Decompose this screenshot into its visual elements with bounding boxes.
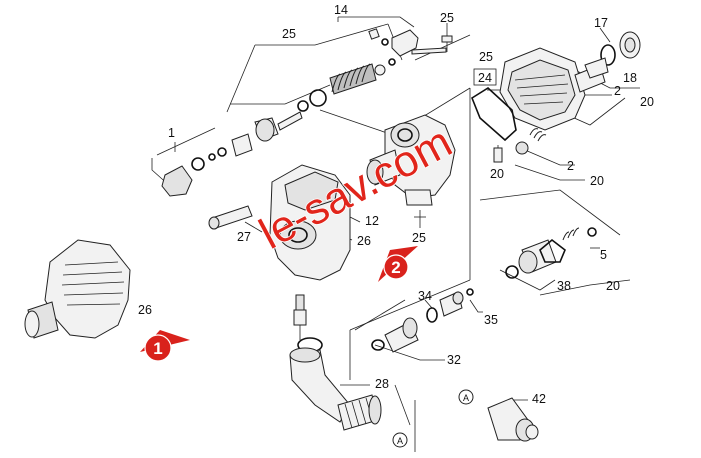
badge-2: 2 xyxy=(378,246,418,282)
label-12: 12 xyxy=(365,214,379,228)
label-34: 34 xyxy=(418,289,432,303)
part-fitting-28-top xyxy=(293,294,323,353)
part-t-block-12 xyxy=(366,114,456,206)
part-housing-26-mid xyxy=(269,164,351,281)
part-cylinder-head xyxy=(499,47,606,131)
label-38: 38 xyxy=(557,279,571,293)
part-end-cap-17 xyxy=(584,31,641,79)
part-valve-1 xyxy=(161,111,303,197)
label-5: 5 xyxy=(600,248,607,262)
label-28: 28 xyxy=(375,377,389,391)
label-20-b: 20 xyxy=(590,174,604,188)
svg-text:A: A xyxy=(463,393,469,403)
part-spring-group xyxy=(297,58,396,112)
part-pin-27 xyxy=(208,205,253,230)
label-25-bottom: 25 xyxy=(412,231,426,245)
label-20-c: 20 xyxy=(606,279,620,293)
label-26-left: 26 xyxy=(138,303,152,317)
label-1: 1 xyxy=(168,126,175,140)
part-screw-25-top xyxy=(411,35,453,55)
connector-a-marker-2: A xyxy=(458,389,474,405)
label-18: 18 xyxy=(623,71,637,85)
label-25-right: 25 xyxy=(479,50,493,64)
part-oring-24 xyxy=(471,86,517,142)
part-coupling-42 xyxy=(487,397,539,442)
label-24: 24 xyxy=(478,71,492,85)
part-inlet-elbow-28 xyxy=(289,347,382,431)
label-27: 27 xyxy=(237,230,251,244)
label-14: 14 xyxy=(334,3,348,17)
label-32: 32 xyxy=(447,353,461,367)
label-17: 17 xyxy=(594,16,608,30)
part-spring-2 xyxy=(515,128,547,155)
label-25-top: 25 xyxy=(440,11,454,25)
part-fitting-14 xyxy=(368,28,419,57)
label-2-a: 2 xyxy=(614,84,621,98)
svg-text:A: A xyxy=(397,436,403,446)
label-42: 42 xyxy=(532,392,546,406)
badge-1: 1 xyxy=(140,330,190,362)
label-35: 35 xyxy=(484,313,498,327)
part-valve-20-mid xyxy=(493,147,503,163)
label-25-left: 25 xyxy=(282,27,296,41)
part-valve-38 xyxy=(505,227,597,279)
badge-1-number: 1 xyxy=(153,339,162,358)
connector-a-marker-1: A xyxy=(392,432,408,448)
label-26-mid: 26 xyxy=(357,234,371,248)
label-2-b: 2 xyxy=(567,159,574,173)
part-housing-26-left xyxy=(24,239,131,339)
label-20-mid: 20 xyxy=(490,167,504,181)
label-20-a: 20 xyxy=(640,95,654,109)
part-plunger-34-35 xyxy=(426,288,474,323)
part-plunger-32 xyxy=(371,317,419,353)
badge-2-number: 2 xyxy=(391,258,400,277)
part-labels: 14 25 25 17 25 24 18 2 20 1 20 2 20 12 2… xyxy=(138,3,654,406)
